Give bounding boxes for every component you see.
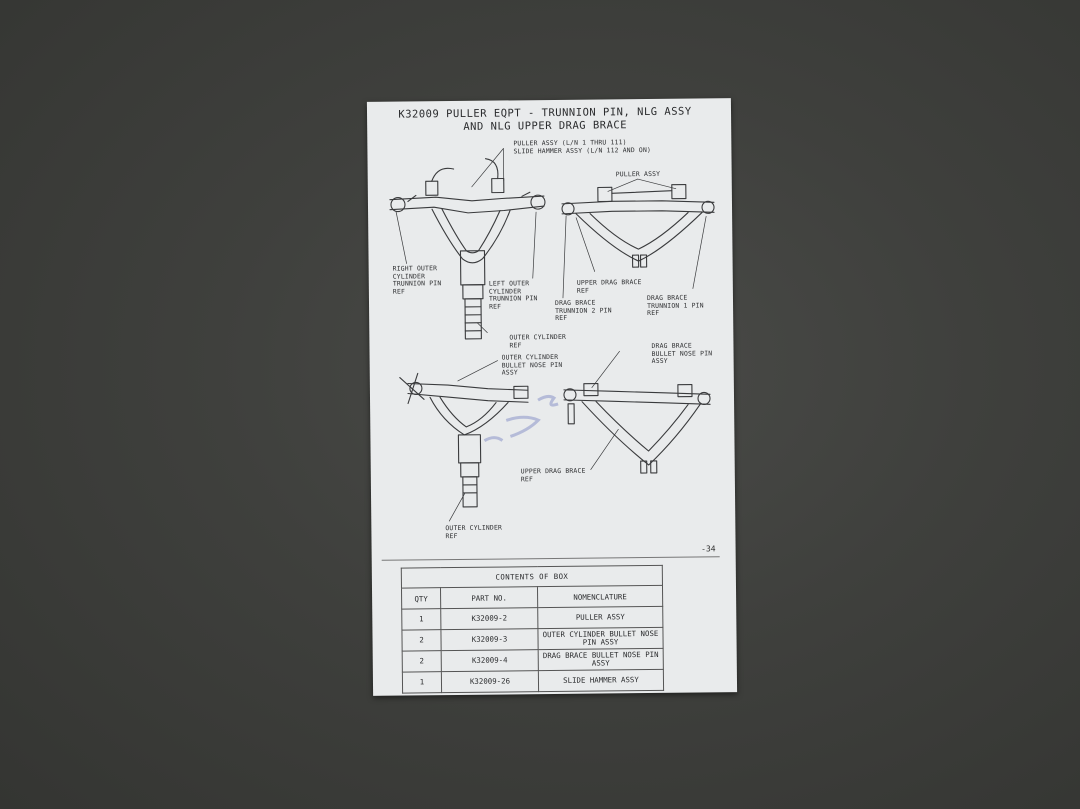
label-drag-brace-trunnion-2-pin: DRAG BRACE TRUNNION 2 PIN REF bbox=[554, 298, 612, 323]
label-drag-brace-trunnion-1-pin: DRAG BRACE TRUNNION 1 PIN REF bbox=[646, 293, 704, 318]
cell-part-no: K32009-26 bbox=[441, 670, 539, 693]
cell-nomenclature: DRAG BRACE BULLET NOSE PIN ASSY bbox=[538, 648, 664, 671]
column-header-nomenclature: NOMENCLATURE bbox=[537, 585, 663, 608]
cell-qty: 1 bbox=[401, 608, 441, 631]
table-row: 2 K32009-4 DRAG BRACE BULLET NOSE PIN AS… bbox=[402, 648, 664, 673]
table-row: 2 K32009-3 OUTER CYLINDER BULLET NOSE PI… bbox=[401, 627, 664, 652]
label-left-outer-cylinder-trunnion-pin: LEFT OUTER CYLINDER TRUNNION PIN REF bbox=[488, 279, 538, 311]
cell-part-no: K32009-4 bbox=[441, 649, 539, 672]
puller-equipment-illustration bbox=[389, 148, 715, 522]
cell-part-no: K32009-2 bbox=[440, 607, 538, 630]
callout-leader-lines bbox=[395, 148, 707, 522]
contents-of-box-table: CONTENTS OF BOX QTY PART NO. NOMENCLATUR… bbox=[401, 565, 664, 694]
label-slide-hammer-ln: SLIDE HAMMER ASSY (L/N 112 AND ON) bbox=[513, 145, 652, 156]
cell-qty: 1 bbox=[402, 671, 442, 694]
label-puller-assy: PULLER ASSY bbox=[615, 169, 661, 179]
cell-qty: 2 bbox=[401, 629, 442, 652]
label-drag-brace-bullet-nose-pin: DRAG BRACE BULLET NOSE PIN ASSY bbox=[651, 341, 713, 366]
page-number: -34 bbox=[701, 544, 716, 554]
drag-brace-drawing-bottom-right bbox=[563, 382, 711, 474]
nlg-trunnion-drawing-top-left bbox=[389, 158, 546, 340]
label-outer-cylinder-ref-1: OUTER CYLINDER REF bbox=[509, 332, 567, 350]
column-header-part-no: PART NO. bbox=[440, 586, 538, 609]
column-header-qty: QTY bbox=[401, 587, 441, 610]
cell-nomenclature: SLIDE HAMMER ASSY bbox=[538, 669, 664, 692]
table-header-row: QTY PART NO. NOMENCLATURE bbox=[401, 585, 663, 610]
ink-smudge bbox=[483, 394, 559, 443]
table-row: 1 K32009-26 SLIDE HAMMER ASSY bbox=[402, 669, 664, 694]
equipment-placard: K32009 PULLER EQPT - TRUNNION PIN, NLG A… bbox=[366, 98, 738, 696]
cell-nomenclature: PULLER ASSY bbox=[537, 606, 663, 629]
cell-qty: 2 bbox=[402, 650, 442, 673]
table-row: 1 K32009-2 PULLER ASSY bbox=[401, 606, 663, 631]
label-upper-drag-brace-ref-2: UPPER DRAG BRACE REF bbox=[520, 466, 586, 483]
outer-cylinder-drawing-bottom-left bbox=[399, 372, 529, 508]
cell-part-no: K32009-3 bbox=[440, 628, 539, 651]
label-right-outer-cylinder-trunnion-pin: RIGHT OUTER CYLINDER TRUNNION PIN REF bbox=[392, 264, 442, 296]
upper-drag-brace-drawing-top-right bbox=[561, 184, 715, 268]
label-outer-cylinder-ref-2: OUTER CYLINDER REF bbox=[445, 523, 503, 540]
cell-nomenclature: OUTER CYLINDER BULLET NOSE PIN ASSY bbox=[537, 627, 664, 650]
placard-content: K32009 PULLER EQPT - TRUNNION PIN, NLG A… bbox=[375, 98, 725, 694]
label-outer-cylinder-bullet-nose-pin: OUTER CYLINDER BULLET NOSE PIN ASSY bbox=[501, 352, 563, 377]
label-upper-drag-brace-ref-1: UPPER DRAG BRACE REF bbox=[576, 278, 642, 295]
table-heading: CONTENTS OF BOX bbox=[401, 565, 663, 589]
